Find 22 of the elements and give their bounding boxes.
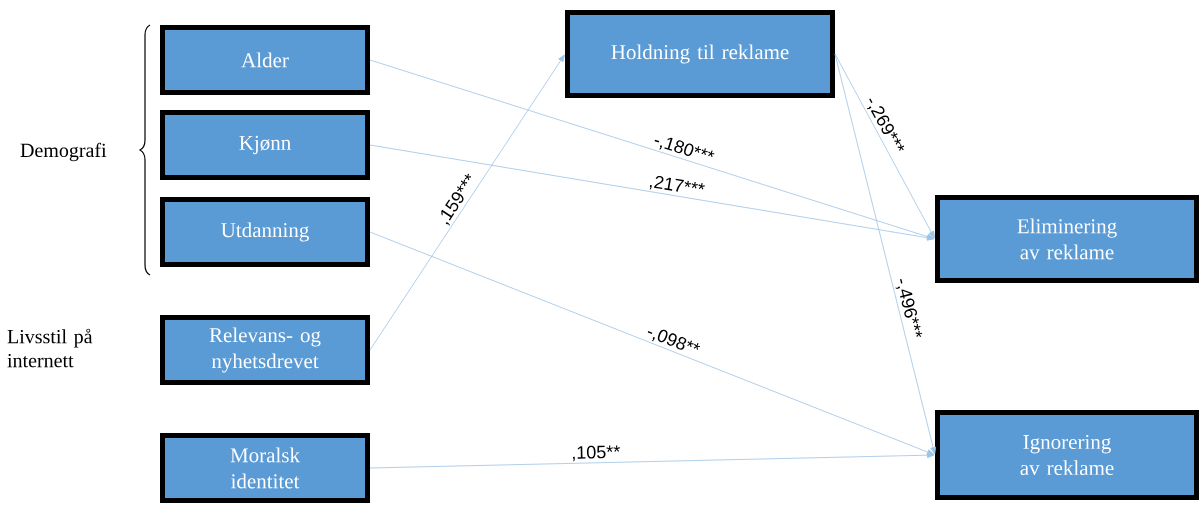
- variable-box: Utdanning: [160, 197, 370, 267]
- arrow: [834, 53, 935, 239]
- edge-label: -,496***: [895, 278, 923, 338]
- arrow: [834, 53, 936, 455]
- arrow: [369, 54, 565, 351]
- group-label: Livsstil på internett: [7, 328, 93, 368]
- variable-box: Alder: [160, 25, 370, 95]
- variable-box: Kjønn: [160, 110, 370, 180]
- edge-label: ,105**: [573, 445, 620, 462]
- edge-label: -,098**: [647, 329, 700, 350]
- variable-box: Moralsk identitet: [160, 433, 370, 503]
- variable-box: Eliminering av reklame: [935, 195, 1199, 283]
- arrow: [369, 452, 935, 469]
- variable-box: Relevans- og nyhetsdrevet: [160, 315, 370, 385]
- edge-label: ,217***: [649, 175, 705, 192]
- arrow: [369, 59, 935, 240]
- arrow: [369, 231, 935, 455]
- variable-box: Ignorering av reklame: [935, 410, 1199, 500]
- group-label: Demografi: [20, 142, 107, 162]
- edge-label: -,180***: [654, 137, 715, 158]
- variable-box: Holdning til reklame: [565, 10, 835, 98]
- arrow: [369, 144, 935, 241]
